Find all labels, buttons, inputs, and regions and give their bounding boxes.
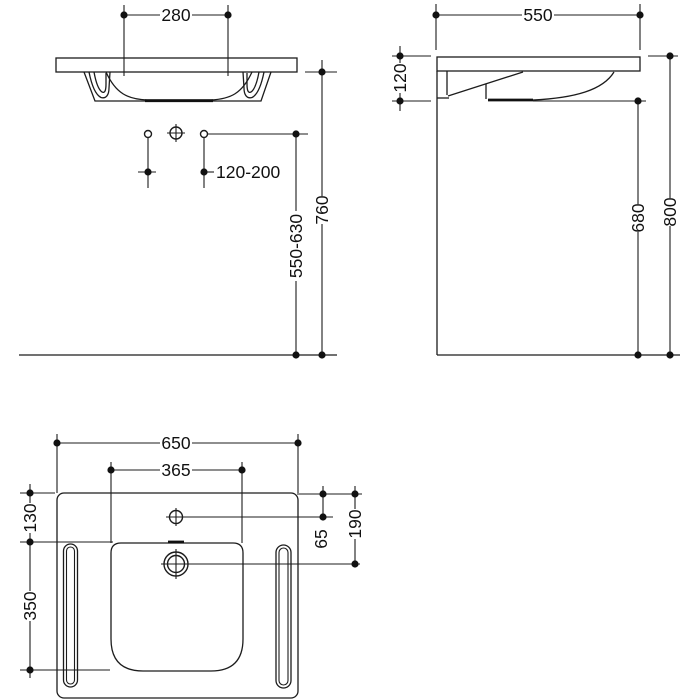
front-right-grip-outer: [242, 71, 265, 99]
dim-190-label: 190: [345, 509, 365, 538]
side-bowl-curve: [532, 71, 615, 101]
plan-right-grip-slot-inner: [278, 547, 289, 686]
front-tap-hole-symbol: [167, 124, 185, 142]
front-view: [19, 57, 337, 356]
dim-760-label: 760: [312, 195, 332, 224]
side-dim-680: 680: [533, 97, 648, 359]
front-left-grip-inner: [93, 71, 107, 93]
dim-280-label: 280: [161, 5, 190, 25]
plan-left-grip-slot-inner: [65, 546, 76, 685]
side-dim-800: 800: [648, 52, 680, 359]
side-dim-550: 550: [432, 4, 644, 50]
dim-550-label: 550: [523, 5, 552, 25]
dim-120-label: 120: [390, 63, 410, 92]
front-dim-550-630: 550-630: [208, 130, 308, 359]
front-right-grip-inner: [246, 71, 260, 93]
dim-800-label: 800: [660, 197, 680, 226]
plan-right-grip-slot-outer: [275, 544, 292, 689]
dim-130-label: 130: [20, 503, 40, 532]
dim-120-200-label: 120-200: [216, 162, 280, 182]
side-basin-slab: [436, 56, 641, 72]
dim-365-label: 365: [161, 460, 190, 480]
plan-dim-650: 650: [53, 433, 302, 493]
front-dim-760: 760: [305, 60, 337, 359]
plan-bowl-outline: [110, 542, 244, 672]
dim-65-label: 65: [311, 529, 331, 548]
front-dim-280: 280: [120, 5, 232, 76]
plan-basin-outline: [56, 492, 299, 699]
plan-dim-65-190: 65 190: [161, 486, 365, 568]
side-dim-120: 120: [390, 46, 431, 111]
front-left-grip-outer: [88, 71, 111, 99]
dim-550-630-label: 550-630: [286, 214, 306, 278]
plan-left-grip-slot-outer: [62, 543, 79, 688]
dim-650-label: 650: [161, 433, 190, 453]
dim-680-label: 680: [628, 203, 648, 232]
front-dim-hole-spacing: 120-200: [138, 137, 280, 188]
plan-dim-130-350: 130 350: [20, 484, 113, 678]
dim-350-label: 350: [20, 591, 40, 620]
front-basin-slab: [55, 57, 298, 73]
plan-dim-365: 365: [107, 460, 246, 543]
